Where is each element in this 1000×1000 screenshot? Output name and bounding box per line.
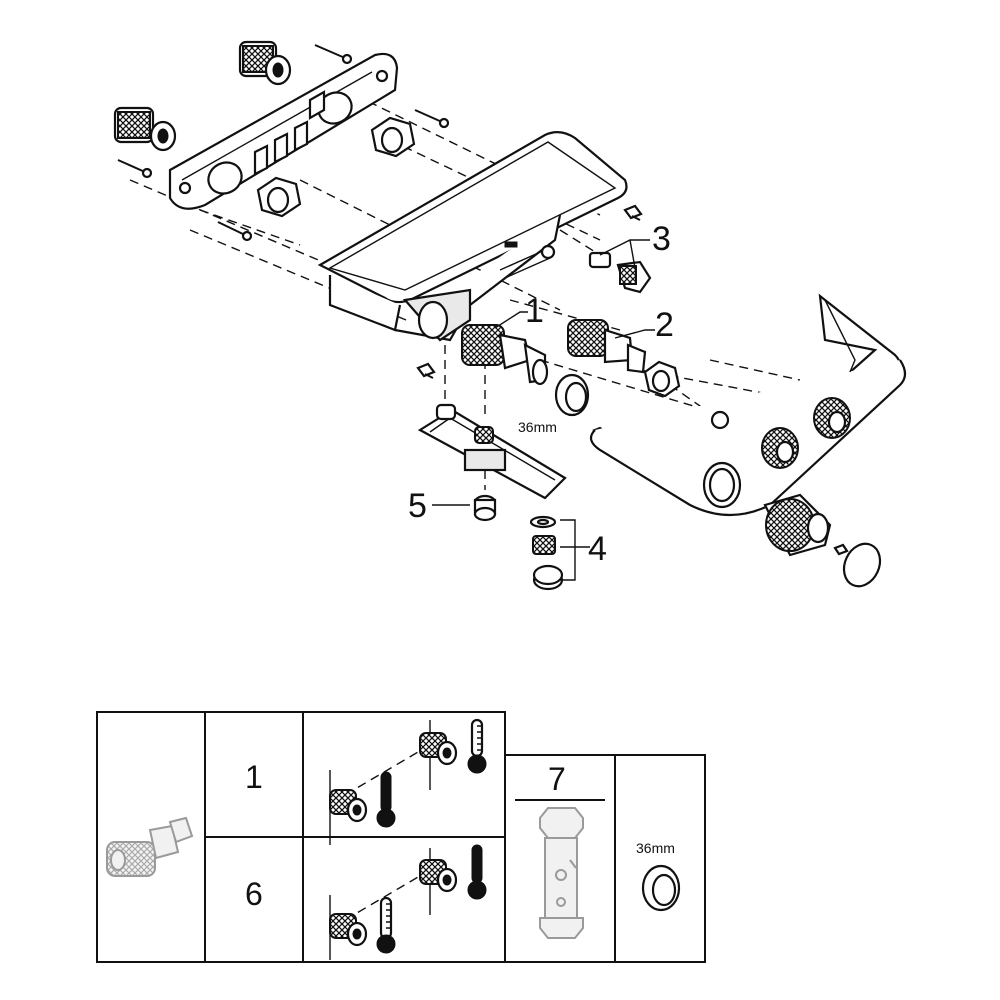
callout-4: 4 bbox=[588, 530, 607, 568]
mounting-screws bbox=[117, 44, 450, 242]
callout-2-leader bbox=[614, 329, 655, 339]
part-1-connector bbox=[461, 324, 549, 386]
control-lever-body bbox=[589, 293, 907, 517]
hex-nut-lower bbox=[256, 176, 302, 218]
part-2-valve bbox=[567, 319, 647, 374]
hex-nut-upper bbox=[370, 116, 416, 158]
callout-1: 1 bbox=[525, 292, 544, 330]
small-screw-bottom bbox=[416, 362, 436, 379]
spout-plate bbox=[417, 403, 567, 500]
ring-36mm-part bbox=[554, 373, 590, 417]
part-3-check-valve bbox=[588, 251, 652, 294]
thermostat-body-shelf bbox=[317, 131, 628, 342]
size-label-36mm: 36mm bbox=[518, 419, 557, 435]
wall-connector-lower bbox=[113, 106, 177, 152]
thermometer-icon bbox=[376, 896, 396, 954]
table-row-1-connectors bbox=[329, 720, 458, 845]
table-tool-7-wrench bbox=[539, 807, 584, 939]
table-cartridge-icon bbox=[106, 816, 194, 877]
small-screw-top bbox=[623, 204, 643, 221]
table-row-1-label: 1 bbox=[245, 759, 263, 795]
table-row-6-label: 6 bbox=[245, 876, 263, 912]
part-5-aerator bbox=[473, 494, 497, 522]
end-cap-screw bbox=[833, 543, 849, 556]
part-4-seal-set bbox=[529, 515, 564, 591]
thermometer-icon bbox=[467, 844, 487, 900]
callout-3: 3 bbox=[652, 220, 671, 258]
callout-1-leader bbox=[494, 311, 528, 329]
end-cap-knob bbox=[763, 493, 832, 557]
thermometer-icon bbox=[376, 771, 396, 828]
o-ring bbox=[842, 542, 882, 588]
table-tool-7-label: 7 bbox=[548, 761, 566, 797]
lever-knob-left bbox=[761, 427, 799, 469]
table-ring-36mm bbox=[641, 864, 681, 912]
lever-knob-right bbox=[813, 397, 851, 439]
thermometer-icon bbox=[467, 718, 487, 774]
parts-kit-table bbox=[96, 711, 706, 963]
table-ring-label: 36mm bbox=[636, 840, 675, 856]
wall-mounting-plate bbox=[168, 52, 399, 210]
table-row-6-connectors bbox=[329, 848, 458, 960]
callout-3-leader bbox=[599, 239, 650, 269]
callout-5: 5 bbox=[408, 487, 427, 525]
ring-nut-right bbox=[643, 360, 681, 398]
callout-4-leader bbox=[560, 519, 590, 581]
wall-connector-upper bbox=[238, 40, 292, 86]
callout-2: 2 bbox=[655, 306, 674, 344]
